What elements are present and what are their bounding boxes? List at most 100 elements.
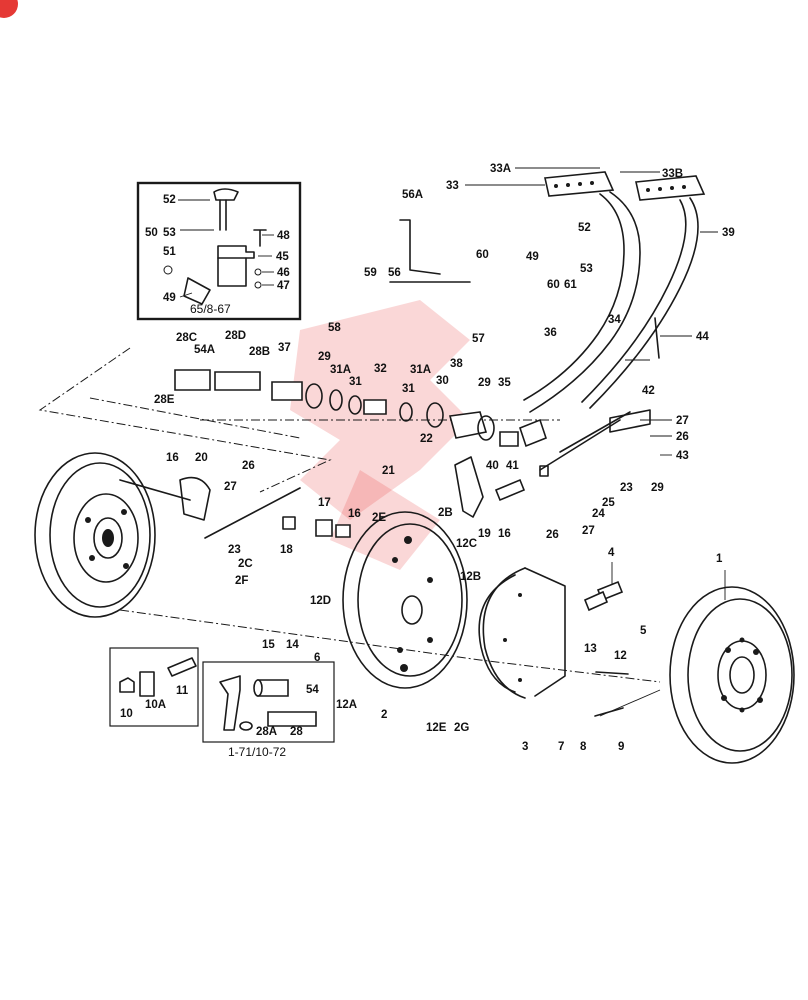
label-27b: 27 bbox=[224, 481, 237, 493]
reference-lines bbox=[38, 347, 661, 683]
label-12C: 12C bbox=[456, 538, 477, 550]
label-31Ab: 31A bbox=[410, 364, 431, 376]
label-13: 13 bbox=[584, 643, 597, 655]
brake-shoes bbox=[478, 567, 566, 699]
label-60b: 60 bbox=[547, 279, 560, 291]
label-12B: 12B bbox=[460, 571, 481, 583]
label-24: 24 bbox=[592, 508, 605, 520]
label-29b: 29 bbox=[478, 377, 491, 389]
label-49b: 49 bbox=[526, 251, 539, 263]
label-26c: 26 bbox=[546, 529, 559, 541]
label-31Aa: 31A bbox=[330, 364, 351, 376]
label-15: 15 bbox=[262, 639, 275, 651]
inset-top-left bbox=[136, 181, 302, 321]
label-34: 34 bbox=[608, 314, 621, 326]
label-5: 5 bbox=[640, 625, 647, 637]
label-33B: 33B bbox=[662, 168, 683, 180]
label-14: 14 bbox=[286, 639, 299, 651]
label-31b: 31 bbox=[402, 383, 415, 395]
label-28B: 28B bbox=[249, 346, 270, 358]
label-31a: 31 bbox=[349, 376, 362, 388]
label-29c: 29 bbox=[651, 482, 664, 494]
label-20: 20 bbox=[195, 452, 208, 464]
inset-bottom-middle bbox=[202, 661, 335, 743]
label-26a: 26 bbox=[676, 431, 689, 443]
label-12D: 12D bbox=[310, 595, 331, 607]
backing-plate bbox=[342, 511, 468, 689]
label-28D: 28D bbox=[225, 330, 246, 342]
label-8: 8 bbox=[580, 741, 587, 753]
label-2E: 2E bbox=[372, 512, 386, 524]
label-56A: 56A bbox=[402, 189, 423, 201]
label-2: 2 bbox=[381, 709, 387, 721]
label-52b: 52 bbox=[578, 222, 591, 234]
label-28C: 28C bbox=[176, 332, 197, 344]
cross-shaft bbox=[204, 487, 301, 539]
label-2B: 2B bbox=[438, 507, 453, 519]
label-28E: 28E bbox=[154, 394, 175, 406]
label-54A: 54A bbox=[194, 344, 215, 356]
label-33A: 33A bbox=[490, 163, 511, 175]
label-61: 61 bbox=[564, 279, 577, 291]
label-28: 28 bbox=[290, 726, 303, 738]
brake-drum bbox=[669, 586, 795, 764]
label-11: 11 bbox=[176, 685, 189, 697]
label-59: 59 bbox=[364, 267, 377, 279]
label-18: 18 bbox=[280, 544, 293, 556]
label-16a: 16 bbox=[166, 452, 179, 464]
label-12A: 12A bbox=[336, 699, 357, 711]
label-25: 25 bbox=[602, 497, 615, 509]
label-58: 58 bbox=[328, 322, 341, 334]
label-43: 43 bbox=[676, 450, 689, 462]
label-10: 10 bbox=[120, 708, 133, 720]
label-37: 37 bbox=[278, 342, 291, 354]
label-49a: 49 bbox=[163, 292, 176, 304]
label-26b: 26 bbox=[242, 460, 255, 472]
label-9: 9 bbox=[618, 741, 624, 753]
label-38: 38 bbox=[450, 358, 463, 370]
left-brake-assembly bbox=[34, 452, 211, 618]
label-41: 41 bbox=[506, 460, 519, 472]
label-54: 54 bbox=[306, 684, 319, 696]
label-35: 35 bbox=[498, 377, 511, 389]
label-16c: 16 bbox=[498, 528, 511, 540]
label-19: 19 bbox=[478, 528, 491, 540]
inset-caption-1-71-10-72: 1-71/10-72 bbox=[228, 745, 286, 759]
label-12: 12 bbox=[614, 650, 627, 662]
label-21: 21 bbox=[382, 465, 395, 477]
label-44: 44 bbox=[696, 331, 709, 343]
label-42: 42 bbox=[642, 385, 655, 397]
label-4: 4 bbox=[608, 547, 615, 559]
label-17: 17 bbox=[318, 497, 331, 509]
label-51: 51 bbox=[163, 246, 176, 258]
label-50: 50 bbox=[145, 227, 158, 239]
label-32: 32 bbox=[374, 363, 387, 375]
label-2C: 2C bbox=[238, 558, 253, 570]
label-2G: 2G bbox=[454, 722, 469, 734]
label-6: 6 bbox=[314, 652, 320, 664]
label-53a: 53 bbox=[163, 227, 176, 239]
label-33: 33 bbox=[446, 180, 459, 192]
label-60a: 60 bbox=[476, 249, 489, 261]
label-40: 40 bbox=[486, 460, 499, 472]
inset-caption-65-8-67: 65/8-67 bbox=[190, 302, 231, 316]
label-23b: 23 bbox=[228, 544, 241, 556]
label-1: 1 bbox=[716, 553, 723, 565]
label-10A: 10A bbox=[145, 699, 166, 711]
label-3: 3 bbox=[522, 741, 528, 753]
label-12E: 12E bbox=[426, 722, 447, 734]
label-39: 39 bbox=[722, 227, 735, 239]
label-27a: 27 bbox=[676, 415, 689, 427]
label-29a: 29 bbox=[318, 351, 331, 363]
label-2F: 2F bbox=[235, 575, 248, 587]
label-16b: 16 bbox=[348, 508, 361, 520]
label-27c: 27 bbox=[582, 525, 595, 537]
label-36: 36 bbox=[544, 327, 557, 339]
label-28A: 28A bbox=[256, 726, 277, 738]
label-52a: 52 bbox=[163, 194, 176, 206]
leader-lines bbox=[465, 167, 726, 717]
label-23a: 23 bbox=[620, 482, 633, 494]
corner-badge bbox=[0, 0, 18, 18]
label-56: 56 bbox=[388, 267, 401, 279]
